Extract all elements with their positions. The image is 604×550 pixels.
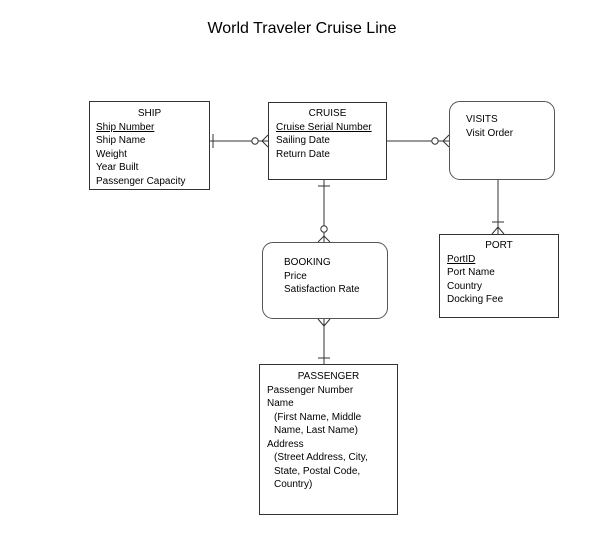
attribute: Country: [447, 280, 483, 292]
entity-passenger: PASSENGER Passenger Number Name (First N…: [259, 364, 398, 515]
attribute: Address: [267, 438, 304, 450]
entity-visits: VISITS Visit Order: [449, 101, 555, 180]
attribute: Name: [267, 398, 294, 409]
cruise-visits-relationship: [387, 134, 450, 148]
entity-cruise: CRUISE Cruise Serial Number Sailing Date…: [268, 102, 387, 180]
attribute: Passenger Capacity: [96, 175, 186, 187]
attribute: Passenger Number: [267, 384, 354, 396]
attribute: Price: [284, 270, 307, 282]
entity-name: PASSENGER: [297, 371, 360, 382]
entity-name: SHIP: [137, 108, 162, 119]
entity-name: VISITS: [466, 114, 498, 125]
attribute: Port Name: [447, 267, 495, 278]
attribute: Sailing Date: [276, 135, 330, 146]
primary-key: PortID: [447, 253, 476, 265]
attribute: Year Built: [96, 162, 139, 173]
attribute-detail: Country): [274, 479, 313, 490]
primary-key: Ship Number: [96, 121, 155, 133]
attribute: Ship Name: [96, 135, 146, 146]
primary-key: Cruise Serial Number: [276, 121, 372, 133]
attribute-detail: Name, Last Name): [274, 425, 358, 436]
attribute: Visit Order: [466, 127, 514, 139]
attribute: Return Date: [276, 148, 330, 160]
booking-passenger-relationship: [317, 318, 331, 364]
entity-port: PORT PortID Port Name Country Docking Fe…: [439, 234, 559, 318]
cruise-booking-relationship: [317, 180, 331, 243]
entity-booking: BOOKING Price Satisfaction Rate: [262, 242, 388, 319]
attribute: Satisfaction Rate: [284, 284, 360, 295]
entity-name: PORT: [485, 240, 513, 251]
diagram-title: World Traveler Cruise Line: [207, 20, 397, 37]
attribute-detail: (Street Address, City,: [274, 452, 368, 463]
visits-port-relationship: [491, 180, 505, 235]
attribute-detail: (First Name, Middle: [274, 411, 362, 423]
attribute: Docking Fee: [447, 294, 504, 305]
attribute-detail: State, Postal Code,: [274, 465, 361, 477]
attribute: Weight: [96, 148, 127, 160]
entity-name: BOOKING: [284, 257, 331, 268]
entity-name: CRUISE: [308, 108, 347, 119]
ship-cruise-relationship: [210, 134, 269, 148]
entity-ship: SHIP Ship Number Ship Name Weight Year B…: [89, 101, 210, 190]
